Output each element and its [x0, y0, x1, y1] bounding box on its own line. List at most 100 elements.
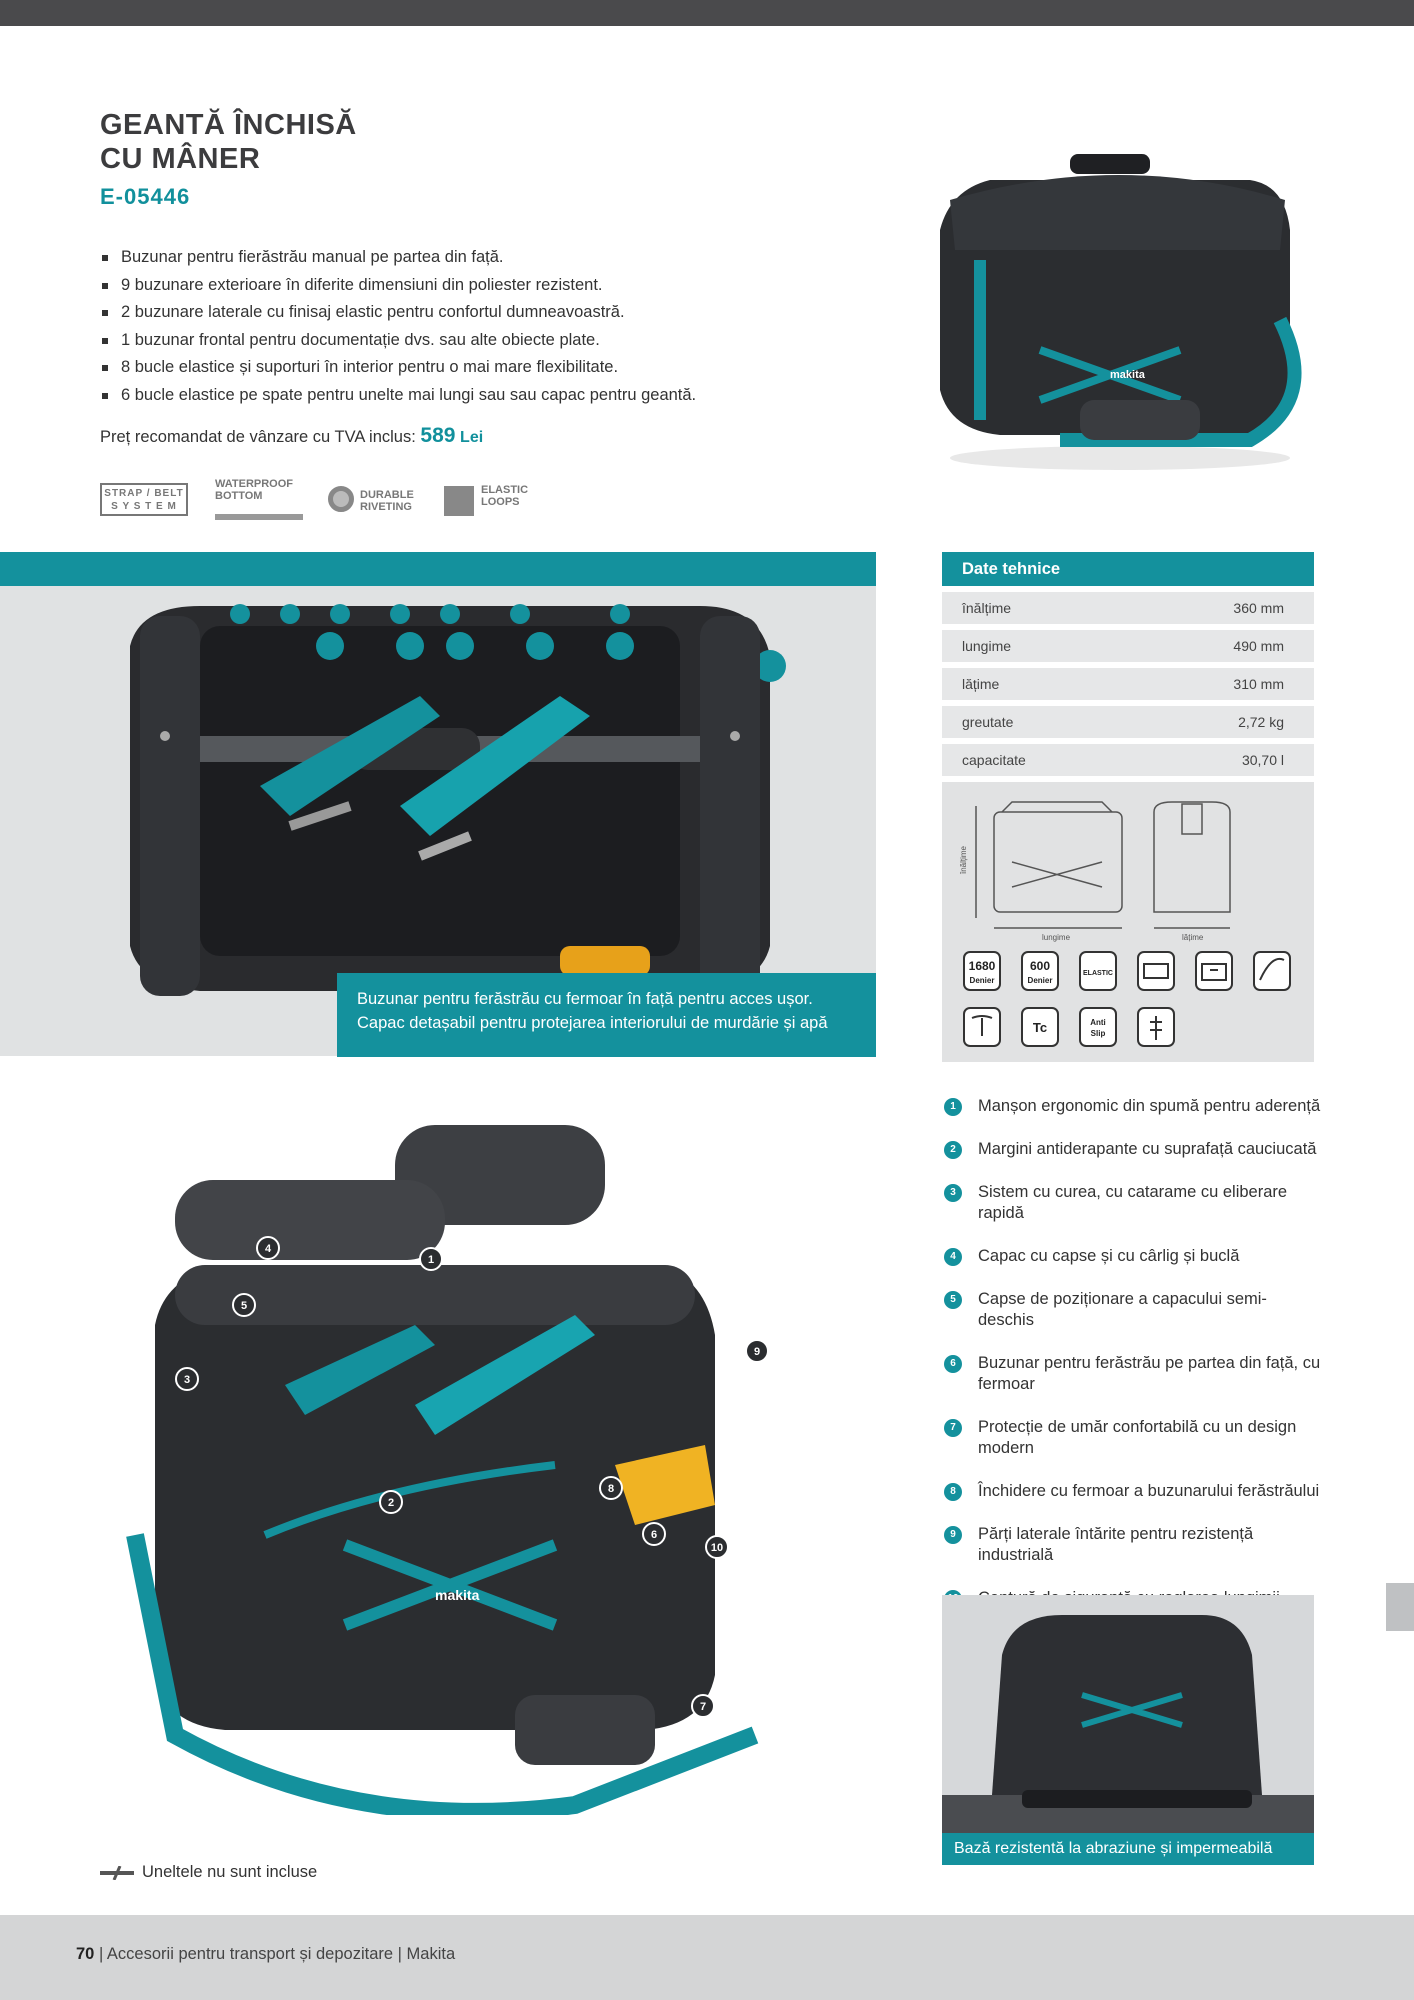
bullet-item: 9 buzunare exterioare în diferite dimens…: [100, 272, 820, 300]
durable-riveting-badge: DURABLE RIVETING: [328, 478, 424, 520]
footer-sep: |: [397, 1945, 407, 1963]
feature-text: Sistem cu curea, cu catarame cu eliberar…: [978, 1183, 1288, 1222]
zipper-icon: [1150, 1016, 1162, 1040]
tech-label: înălțime: [962, 600, 1012, 616]
tech-row-width: lățime 310 mm: [942, 668, 1314, 700]
strap-belt-box: STRAP / BELT S Y S T E M: [100, 483, 188, 516]
strap-belt-system-badge: STRAP / BELT S Y S T E M: [100, 478, 190, 520]
waterproof-bar-icon: [215, 514, 303, 520]
annotated-bag-photo: makita: [126, 1125, 759, 1815]
teal-band: [0, 552, 876, 586]
feature-text: Părți laterale întărite pentru rezistenț…: [978, 1525, 1254, 1564]
caption1-line-2: Capac detașabil pentru protejarea interi…: [357, 1014, 828, 1032]
top-bar: [0, 0, 1414, 26]
feature-item: 6 Buzunar pentru ferăstrău pe partea din …: [942, 1353, 1322, 1395]
product-code: E-05446: [100, 184, 191, 209]
denier-600-unit: Denier: [1028, 976, 1053, 985]
product-title: GEANTĂ ÎNCHISĂ CU MÂNER: [100, 108, 357, 176]
tech-label: lățime: [962, 676, 1000, 692]
price-label: Preț recomandat de vânzare cu TVA inclus…: [100, 428, 416, 446]
feature-item: 3 Sistem cu curea, cu catarame cu elibera…: [942, 1182, 1322, 1224]
bullet-item: Buzunar pentru fierăstrău manual pe part…: [100, 244, 820, 272]
dimension-diagram-box: înălțime lungime lățime 1680 Denier 600 …: [942, 782, 1314, 1062]
tech-label: capacitate: [962, 752, 1026, 768]
tech-row-length: lungime 490 mm: [942, 630, 1314, 662]
base-photo: [942, 1595, 1314, 1865]
loops-line-1: ELASTIC: [481, 484, 529, 496]
price-currency: Lei: [460, 429, 484, 446]
feature-text: Manșon ergonomic din spumă pentru aderen…: [978, 1097, 1321, 1115]
tc-icon-label: Tc: [1033, 1020, 1047, 1035]
number-badge: 5: [944, 1291, 962, 1309]
number-badge: 2: [944, 1141, 962, 1159]
footer-text: 70 | Accesorii pentru transport și depoz…: [76, 1945, 455, 1964]
loops-text: ELASTIC LOOPS: [481, 484, 528, 508]
waterproof-bottom-badge: WATERPROOF BOTTOM: [215, 478, 307, 520]
feature-text: Capse de poziționare a capacului semi-de…: [978, 1290, 1267, 1329]
base-caption: Bază rezistentă la abraziune și impermea…: [942, 1833, 1314, 1865]
rivet-stud-icon: [971, 1015, 993, 1036]
feature-text: Buzunar pentru ferăstrău pe partea din f…: [978, 1354, 1321, 1393]
number-badge: 4: [944, 1248, 962, 1266]
elastic-icon-label: ELASTIC: [1083, 970, 1113, 977]
denier-1680-number: 1680: [969, 959, 996, 973]
bullet-item: 8 bucle elastice și suporturi în interio…: [100, 354, 820, 382]
strap-line-2: S Y S T E M: [111, 501, 177, 512]
tech-value: 2,72 kg: [1238, 714, 1284, 730]
feature-text: Protecție de umăr confortabilă cu un des…: [978, 1418, 1297, 1457]
feature-item: 2 Margini antiderapante cu suprafață cauc…: [942, 1139, 1322, 1160]
dimension-diagram: înălțime lungime lățime 1680 Denier 600 …: [959, 801, 1291, 1047]
title-line-1: GEANTĂ ÎNCHISĂ: [100, 109, 357, 141]
bullet-item: 1 buzunar frontal pentru documentație dv…: [100, 327, 820, 355]
bag-brand-logo: makita: [435, 1587, 480, 1603]
hero-brand-logo: makita: [1110, 369, 1146, 381]
handle-icon: [1143, 963, 1169, 979]
tools-not-included-note: Uneltele nu sunt incluse: [100, 1863, 317, 1882]
tech-label: lungime: [962, 638, 1012, 654]
loops-line-2: LOOPS: [481, 496, 520, 508]
tools-note-text: Uneltele nu sunt incluse: [142, 1863, 318, 1881]
footer-brand: Makita: [406, 1945, 456, 1963]
denier-600-number: 600: [1030, 959, 1050, 973]
title-line-2: CU MÂNER: [100, 143, 261, 175]
hero-bag-image: makita: [940, 154, 1302, 470]
price-amount: 589: [420, 424, 456, 447]
tech-row-capacity: capacitate 30,70 l: [942, 744, 1314, 776]
antislip-line-1: Anti: [1090, 1018, 1106, 1027]
number-badge: 3: [944, 1184, 962, 1202]
footer-section: Accesorii pentru transport și depozitare: [106, 1945, 394, 1963]
page-number: 70: [76, 1945, 95, 1963]
rivet-icon: [328, 486, 354, 512]
price-line: Preț recomandat de vânzare cu TVA inclus…: [100, 424, 483, 448]
feature-text: Închidere cu fermoar a buzunarului ferăs…: [978, 1482, 1320, 1500]
number-badge: 6: [944, 1355, 962, 1373]
strap-line-1: STRAP / BELT: [104, 488, 184, 499]
antislip-line-2: Slip: [1091, 1029, 1106, 1038]
denier-1680-unit: Denier: [970, 976, 995, 985]
tech-value: 30,70 l: [1241, 752, 1284, 768]
feature-item: 7 Protecție de umăr confortabilă cu un de…: [942, 1417, 1322, 1459]
waterproof-line-2: BOTTOM: [215, 490, 263, 502]
edge-tab: [1386, 1583, 1414, 1631]
tech-row-weight: greutate 2,72 kg: [942, 706, 1314, 738]
feature-bullets: Buzunar pentru fierăstrău manual pe part…: [100, 244, 820, 409]
diagram-length-label: lungime: [1042, 933, 1071, 942]
strap-icon: [1259, 958, 1285, 981]
bullet-item: 2 buzunare laterale cu finisaj elastic p…: [100, 299, 820, 327]
feature-item: 5 Capse de poziționare a capacului semi-d…: [942, 1289, 1322, 1331]
number-badge: 7: [944, 1419, 962, 1437]
crossed-tools-svg: [100, 1864, 134, 1881]
tech-row-height: înălțime 360 mm: [942, 592, 1314, 624]
base-illustration: [942, 1595, 1314, 1865]
bullet-item: 6 bucle elastice pe spate pentru unelte …: [100, 382, 820, 410]
caption1-line-1: Buzunar pentru ferăstrău cu fermoar în f…: [357, 990, 813, 1008]
diagram-height-label: înălțime: [959, 845, 968, 875]
tech-label: greutate: [962, 714, 1014, 730]
waterproof-line-1: WATERPROOF: [215, 478, 294, 490]
riveting-line-2: RIVETING: [360, 501, 412, 513]
number-badge: 8: [944, 1483, 962, 1501]
elastic-loops-badge: ELASTIC LOOPS: [444, 478, 540, 520]
feature-text: Margini antiderapante cu suprafață cauci…: [978, 1140, 1317, 1158]
